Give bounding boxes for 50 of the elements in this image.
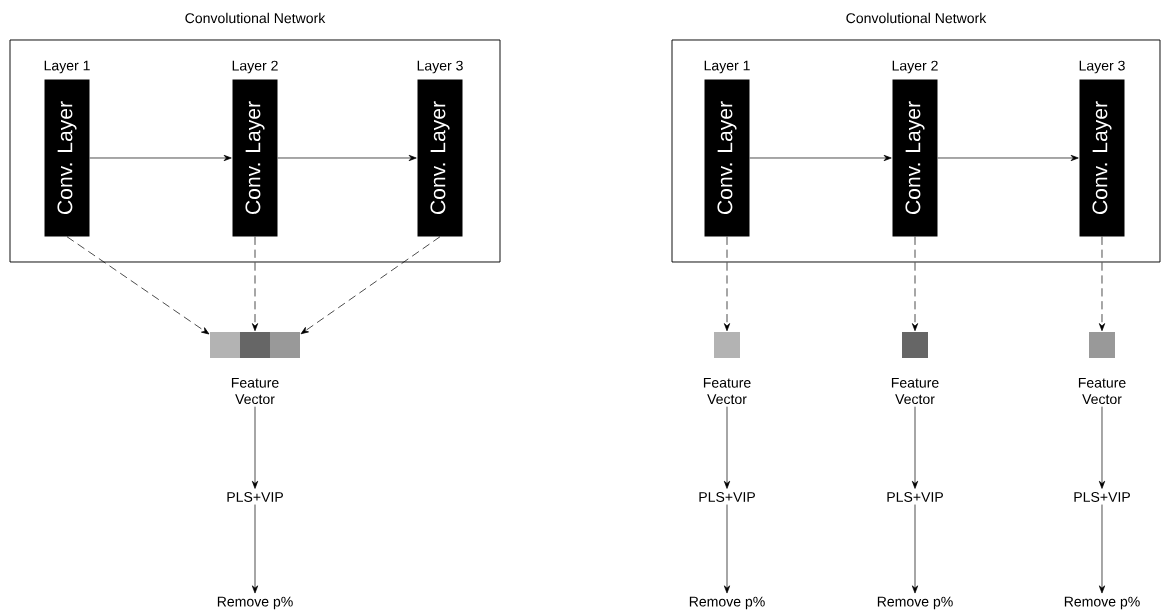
arrow xyxy=(911,504,919,594)
conv-layer-bar: Conv. Layer xyxy=(704,79,750,237)
step-label: PLS+VIP xyxy=(699,492,755,502)
layer-label: Layer 2 xyxy=(892,60,938,74)
arrow xyxy=(251,406,259,489)
arrow xyxy=(66,236,210,335)
layer-label: Layer 1 xyxy=(44,60,90,74)
step-label: Feature Vector xyxy=(703,377,751,405)
feature-square xyxy=(240,332,270,358)
arrow xyxy=(300,236,441,335)
arrow xyxy=(911,236,919,332)
step-label: Remove p% xyxy=(877,596,953,610)
conv-layer-bar: Conv. Layer xyxy=(417,79,463,237)
arrow xyxy=(723,236,731,332)
step-label: Feature Vector xyxy=(891,377,939,405)
conv-layer-bar: Conv. Layer xyxy=(44,79,90,237)
step-label: Remove p% xyxy=(217,596,293,610)
arrow xyxy=(1098,236,1106,332)
step-label: PLS+VIP xyxy=(887,492,943,502)
layer-label: Layer 2 xyxy=(232,60,278,74)
step-label: Feature Vector xyxy=(231,377,279,405)
arrow xyxy=(911,406,919,489)
step-label: Remove p% xyxy=(689,596,765,610)
feature-square xyxy=(902,332,928,358)
arrow xyxy=(723,406,731,489)
arrow xyxy=(251,504,259,594)
layer-label: Layer 1 xyxy=(704,60,750,74)
arrow xyxy=(723,504,731,594)
arrow xyxy=(251,236,259,332)
step-label: PLS+VIP xyxy=(1074,492,1130,502)
panel-title: Convolutional Network xyxy=(185,12,326,24)
arrow xyxy=(937,154,1079,162)
layer-label: Layer 3 xyxy=(1079,60,1125,74)
arrow xyxy=(277,154,417,162)
step-label: PLS+VIP xyxy=(227,492,283,502)
panel-title: Convolutional Network xyxy=(846,12,987,24)
arrow xyxy=(1098,504,1106,594)
feature-square xyxy=(714,332,740,358)
step-label: Remove p% xyxy=(1064,596,1140,610)
conv-layer-bar: Conv. Layer xyxy=(1079,79,1125,237)
feature-square xyxy=(210,332,240,358)
feature-square xyxy=(1089,332,1115,358)
conv-layer-bar: Conv. Layer xyxy=(232,79,278,237)
conv-layer-bar: Conv. Layer xyxy=(892,79,938,237)
arrow xyxy=(89,154,232,162)
arrow xyxy=(1098,406,1106,489)
feature-square xyxy=(270,332,300,358)
step-label: Feature Vector xyxy=(1078,377,1126,405)
layer-label: Layer 3 xyxy=(417,60,463,74)
arrow xyxy=(749,154,892,162)
